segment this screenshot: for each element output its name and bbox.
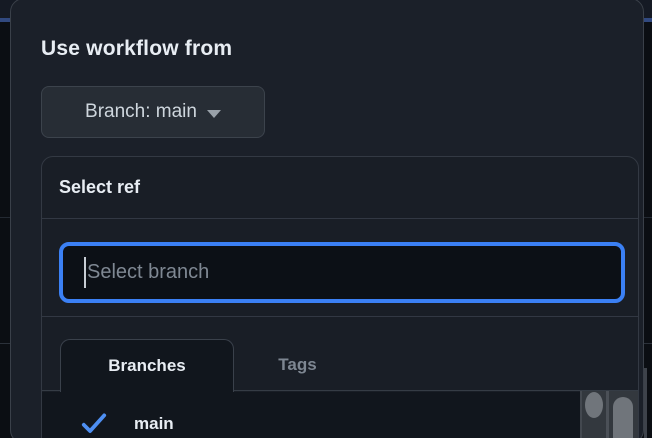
tab-branches-label: Branches [108,356,186,375]
page-scrollbar-edge [644,368,647,438]
ref-tabs-bar: Branches Tags [42,318,638,392]
text-cursor [84,257,86,288]
popover-title: Use workflow from [41,37,233,60]
ref-filter-input[interactable] [59,242,625,303]
ref-list: main [42,392,638,438]
triangle-down-icon [206,109,221,118]
select-ref-header: Select ref [42,157,638,219]
tab-branches[interactable]: Branches [60,339,234,392]
run-workflow-popover: Use workflow from Branch: main Select re… [10,0,644,438]
scrollbar-divider [606,391,609,438]
panel-scrollbar-thumb[interactable] [613,397,633,438]
ref-filter-section [42,220,638,317]
tab-tags-label: Tags [278,355,317,374]
check-icon [81,413,107,433]
tab-tags[interactable]: Tags [232,339,363,391]
branch-selector-label: Branch: main [85,101,197,122]
branch-selector-button[interactable]: Branch: main [41,86,265,138]
ref-list-item-main[interactable]: main [42,392,582,438]
list-scrollbar-thumb[interactable] [585,392,603,418]
ref-item-label: main [134,414,174,433]
select-ref-panel: Select ref Branches Tags main [41,156,639,438]
select-ref-title: Select ref [59,177,141,197]
